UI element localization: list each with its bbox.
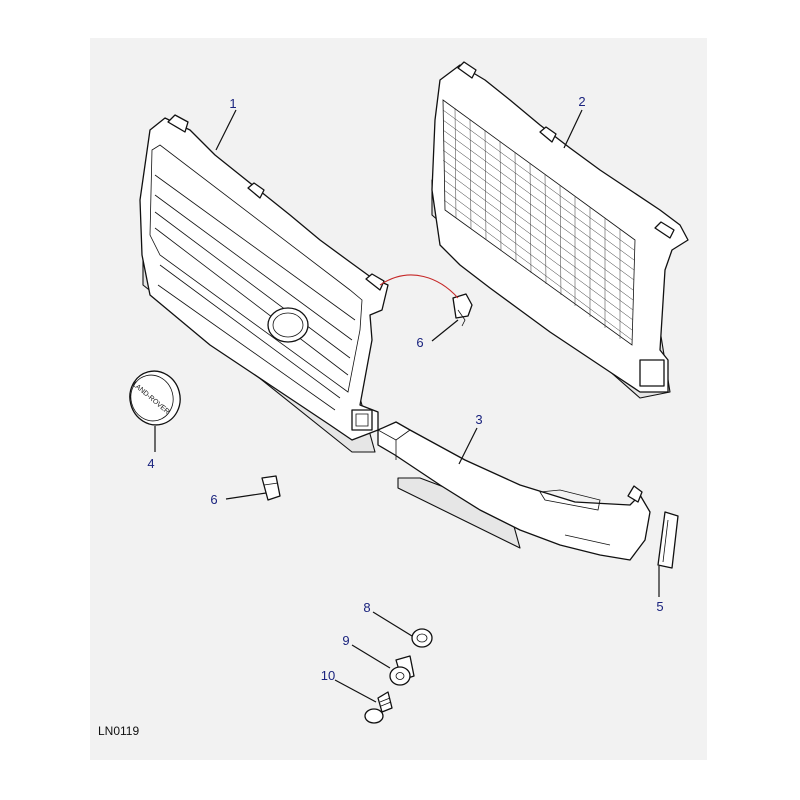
- clip-leader-curve: [379, 274, 459, 299]
- leader-lines: [154, 109, 660, 703]
- nut-part-8: [411, 628, 433, 648]
- screw-part-10: [364, 691, 393, 724]
- callout-6-lower: 6: [210, 492, 217, 507]
- callout-6-upper: 6: [416, 335, 423, 350]
- clip-part-6-upper: [452, 293, 473, 327]
- badge-part-4: LAND-ROVER: [129, 370, 181, 426]
- callout-8: 8: [363, 600, 370, 615]
- trim-part-5: [657, 511, 679, 569]
- washer-part-9: [389, 655, 415, 686]
- callout-3: 3: [475, 412, 482, 427]
- callout-2: 2: [578, 94, 585, 109]
- grille-part-1: [139, 114, 389, 453]
- valance-part-3: [377, 421, 651, 561]
- callout-9: 9: [342, 633, 349, 648]
- callout-labels: 1 2 3 4 5 6 6 8 9 10: [147, 94, 663, 683]
- callout-1: 1: [229, 96, 236, 111]
- clip-part-6-lower: [261, 475, 281, 501]
- grille-part-2: [431, 61, 689, 399]
- grille-mesh: [442, 107, 635, 341]
- callout-5: 5: [656, 599, 663, 614]
- reference-code: LN0119: [98, 724, 139, 738]
- callout-4: 4: [147, 456, 154, 471]
- callout-10: 10: [321, 668, 335, 683]
